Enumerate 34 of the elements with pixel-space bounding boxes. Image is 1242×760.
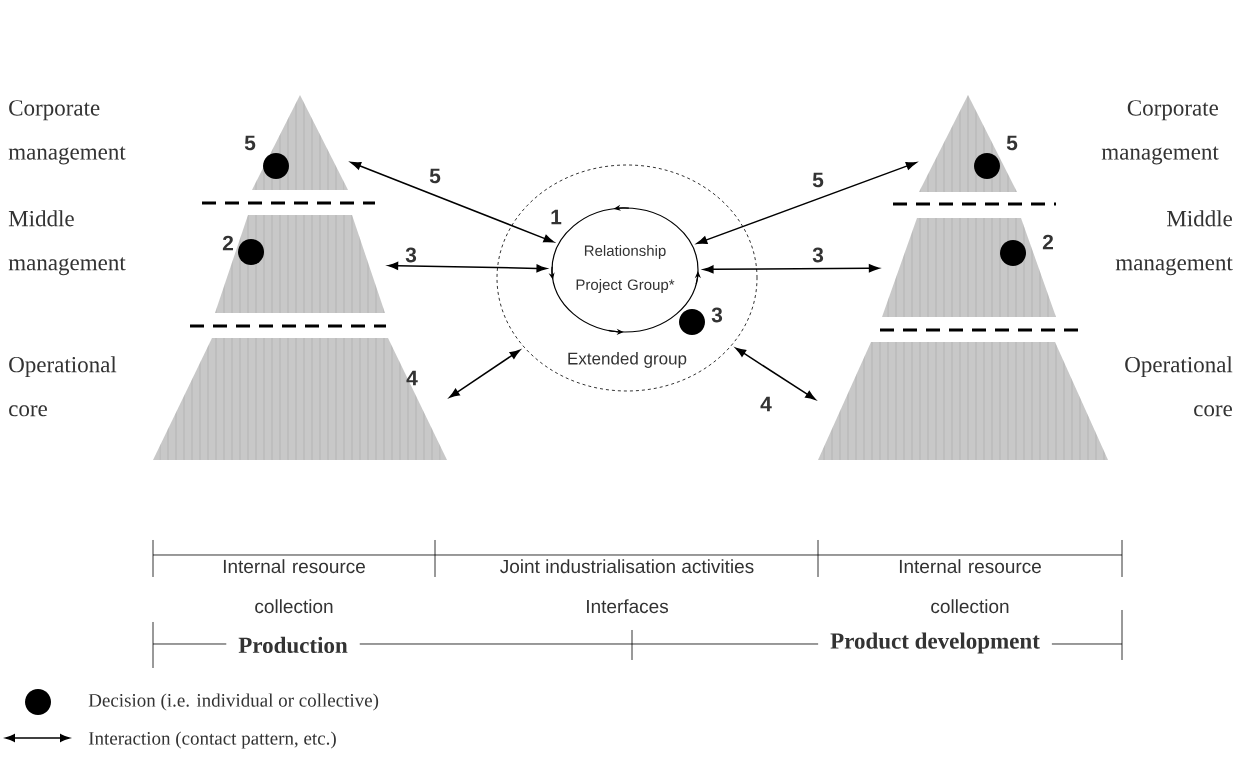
arrow (449, 349, 521, 398)
legend-text: Interaction (contact pattern, etc.) (88, 731, 336, 749)
pyramid-tier (882, 218, 1056, 317)
level-label: Corporate management (1101, 100, 1219, 165)
column-text: Interfaces (587, 599, 669, 614)
level-label: Middle management (8, 210, 126, 276)
level-label: Operational core (9, 356, 117, 417)
decision-number: 2 (1042, 234, 1053, 250)
edge-label: 3 (405, 247, 417, 263)
decision-number: 2 (222, 235, 233, 251)
arrow (703, 264, 880, 274)
pyramid-tier (818, 342, 1108, 460)
pyramid-tier (153, 338, 447, 460)
arrow (696, 162, 917, 244)
decision-number: 5 (1006, 135, 1018, 151)
level-label: Middle management (1115, 210, 1233, 276)
edge-label: 5 (429, 168, 441, 184)
edge-label: 4 (760, 396, 772, 412)
scale-heading: Product development (818, 632, 1052, 654)
legend-text: Decision (i.e. individual or collective) (88, 693, 379, 711)
edge-label: 4 (406, 370, 418, 386)
arrow (735, 347, 816, 400)
decision-number: 1 (551, 209, 562, 225)
edge-label: 5 (812, 172, 824, 188)
arrow (387, 261, 547, 273)
edge-label: 3 (812, 247, 824, 263)
arrow (350, 161, 554, 243)
scale-heading: Production (226, 636, 360, 654)
column-text: Internal resource collection (899, 559, 1041, 614)
decision-number: 5 (244, 135, 256, 151)
level-label: Corporate management (8, 100, 126, 165)
column-text: Joint industrialisation activities (500, 559, 754, 574)
pyramid-tier (215, 215, 385, 313)
column-text: Internal resource collection (223, 559, 365, 614)
